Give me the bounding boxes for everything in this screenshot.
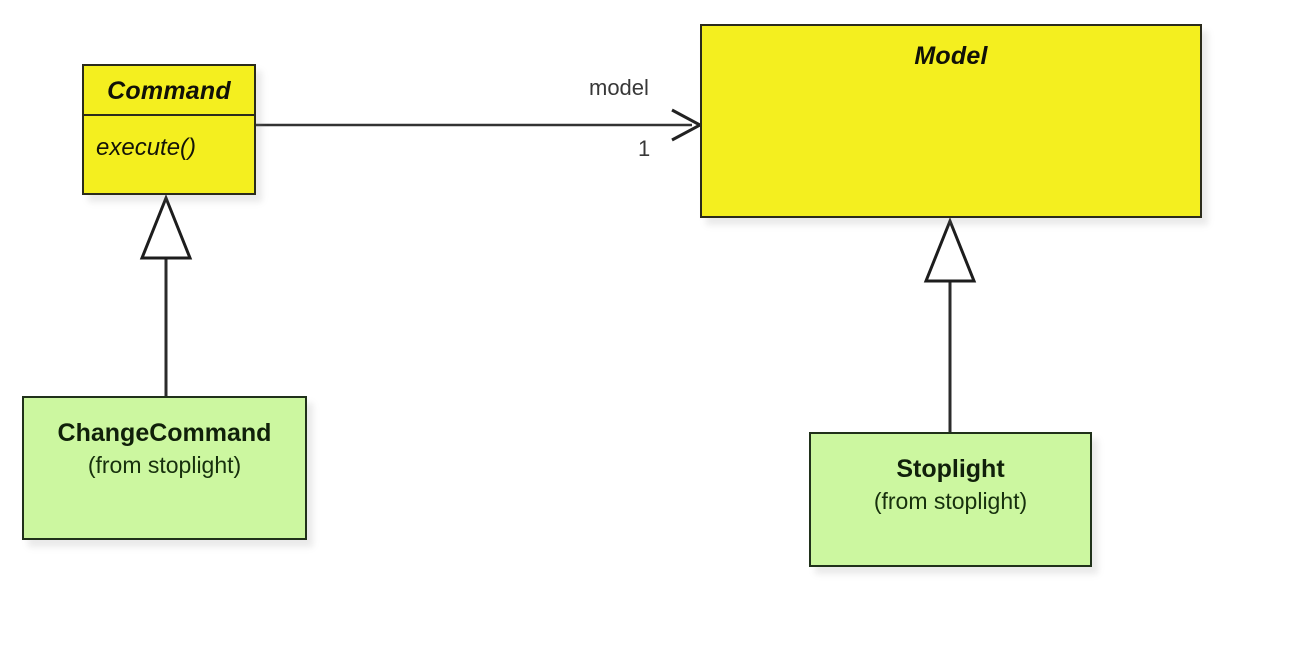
class-name-model: Model (914, 42, 988, 70)
class-name-changecommand: ChangeCommand (57, 419, 272, 447)
class-box-changecommand[interactable]: ChangeCommand (from stoplight) (22, 396, 307, 540)
class-box-model[interactable]: Model (700, 24, 1202, 218)
generalization-stoplight-to-model[interactable] (923, 216, 977, 432)
hollow-triangle-icon (923, 216, 977, 283)
class-box-command[interactable]: Command execute() (82, 64, 256, 195)
association-multiplicity-label: 1 (638, 136, 651, 161)
operations-compartment-command: execute() (84, 116, 254, 182)
open-arrowhead-icon (671, 108, 704, 142)
generalization-changecommand-to-command[interactable] (139, 193, 193, 396)
operation-execute: execute() (96, 134, 197, 161)
class-name-command: Command (84, 66, 254, 116)
hollow-triangle-icon (139, 193, 193, 260)
class-name-stoplight: Stoplight (896, 455, 1005, 483)
class-box-stoplight[interactable]: Stoplight (from stoplight) (809, 432, 1092, 567)
association-role-label-model: model (589, 75, 649, 100)
package-label-changecommand: (from stoplight) (87, 452, 242, 478)
association-command-to-model[interactable] (256, 108, 704, 142)
package-label-stoplight: (from stoplight) (873, 488, 1028, 514)
